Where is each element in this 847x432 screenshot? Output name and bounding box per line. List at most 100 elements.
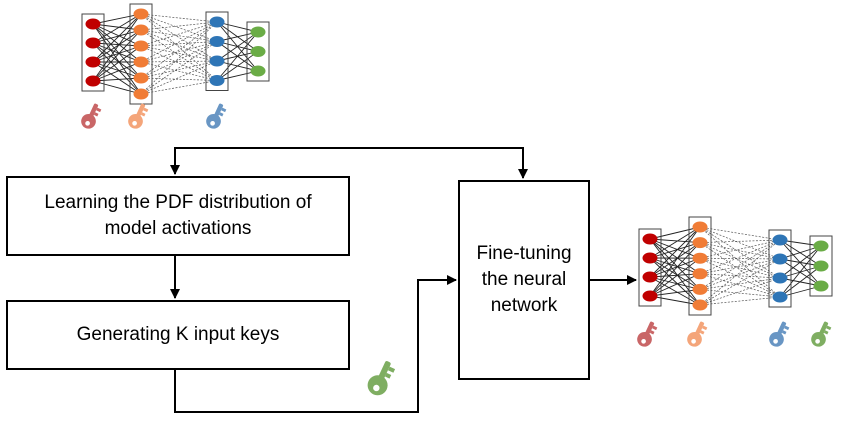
- key-icon: [364, 357, 398, 399]
- neuron-node: [250, 26, 266, 38]
- network-edge: [140, 41, 218, 79]
- layer-frame: [205, 11, 229, 91]
- network-edge: [92, 13, 142, 25]
- network-edge: [92, 42, 142, 63]
- network-edge: [649, 238, 701, 306]
- network-edge: [649, 242, 701, 278]
- neuron-node: [133, 8, 149, 20]
- network-edge: [140, 13, 218, 42]
- neuron-node: [85, 75, 101, 87]
- neuron-node: [133, 24, 149, 36]
- network-edge: [649, 257, 701, 275]
- neuron-node: [772, 291, 788, 303]
- network-edge: [699, 277, 781, 290]
- network-edge: [140, 29, 218, 62]
- network-edge: [649, 257, 701, 290]
- network-edge: [140, 29, 218, 81]
- neuron-node: [133, 88, 149, 100]
- network-edge: [92, 77, 142, 82]
- neuron-node: [642, 252, 658, 264]
- network-edge: [92, 13, 142, 63]
- network-edge: [699, 226, 781, 298]
- neuron-node: [209, 75, 225, 86]
- neuron-node: [209, 16, 225, 28]
- learn-pdf-label: Learning the PDF distribution of model a…: [44, 191, 312, 239]
- neuron-node: [692, 283, 708, 295]
- key-icon: [203, 100, 229, 132]
- key-icon: [78, 100, 104, 132]
- network-edge: [216, 31, 259, 81]
- network-edge: [699, 226, 781, 279]
- network-edge: [699, 257, 781, 260]
- key-icon: [684, 318, 710, 350]
- neuron-node: [250, 46, 266, 57]
- neuron-node: [85, 18, 101, 30]
- network-edge: [699, 242, 781, 260]
- neuron-node: [642, 290, 658, 302]
- network-edge: [699, 239, 781, 259]
- network-edge: [779, 239, 822, 287]
- network-edge: [699, 242, 781, 279]
- network-edge: [140, 41, 218, 47]
- neuron-node: [692, 299, 708, 311]
- network-edge: [649, 276, 701, 306]
- network-edge: [140, 13, 218, 62]
- network-edge: [699, 273, 781, 279]
- network-edge: [92, 23, 142, 63]
- network-edge: [140, 41, 218, 63]
- neuron-node: [642, 233, 658, 245]
- network-edge: [699, 258, 781, 306]
- neural-network-top: [81, 3, 270, 105]
- input-key-icon: [364, 357, 398, 399]
- network-edge: [699, 289, 781, 298]
- network-edge: [92, 61, 142, 95]
- layer-frame: [809, 235, 833, 297]
- network-edge: [140, 21, 218, 47]
- network-edge: [779, 258, 822, 287]
- network-edge: [92, 23, 142, 95]
- flow-arrows: [170, 147, 637, 413]
- neuron-node: [133, 40, 149, 52]
- network-edge: [140, 13, 218, 23]
- layer-frame: [246, 21, 270, 82]
- network-edge: [779, 265, 822, 298]
- network-edge: [649, 226, 701, 259]
- neuron-node: [133, 72, 149, 84]
- neuron-node: [133, 56, 149, 68]
- network-edge: [92, 13, 142, 82]
- learn-pdf-box: Learning the PDF distribution of model a…: [6, 176, 350, 256]
- layer-keys-bottom: [634, 318, 834, 350]
- network-edge: [140, 41, 218, 95]
- network-edge: [699, 226, 781, 260]
- network-edge: [649, 288, 701, 297]
- network-layers: [638, 216, 833, 316]
- network-edge: [92, 29, 142, 63]
- network-edge: [140, 45, 218, 62]
- network-edge: [649, 257, 701, 278]
- neuron-node: [772, 253, 788, 265]
- network-edge: [92, 23, 142, 31]
- network-edge: [699, 296, 781, 306]
- neuron-node: [692, 221, 708, 233]
- network-edge: [140, 61, 218, 81]
- network-edge: [92, 45, 142, 63]
- network-edge: [92, 23, 142, 79]
- network-edge: [140, 13, 218, 81]
- fine-tune-label: Fine-tuning the neural network: [476, 242, 572, 317]
- network-edge: [699, 239, 781, 306]
- network-edge: [649, 257, 701, 297]
- layer-frame: [688, 216, 712, 316]
- neuron-node: [209, 36, 225, 47]
- neuron-node: [692, 237, 708, 249]
- network-edge: [92, 61, 142, 82]
- network-edge: [216, 31, 259, 62]
- neuron-node: [813, 280, 829, 292]
- neuron-node: [692, 252, 708, 264]
- network-edge: [649, 238, 701, 275]
- network-edge: [649, 276, 701, 290]
- fine-tune-box: Fine-tuning the neural network: [458, 180, 590, 380]
- network-edge: [649, 242, 701, 297]
- network-edge: [649, 295, 701, 306]
